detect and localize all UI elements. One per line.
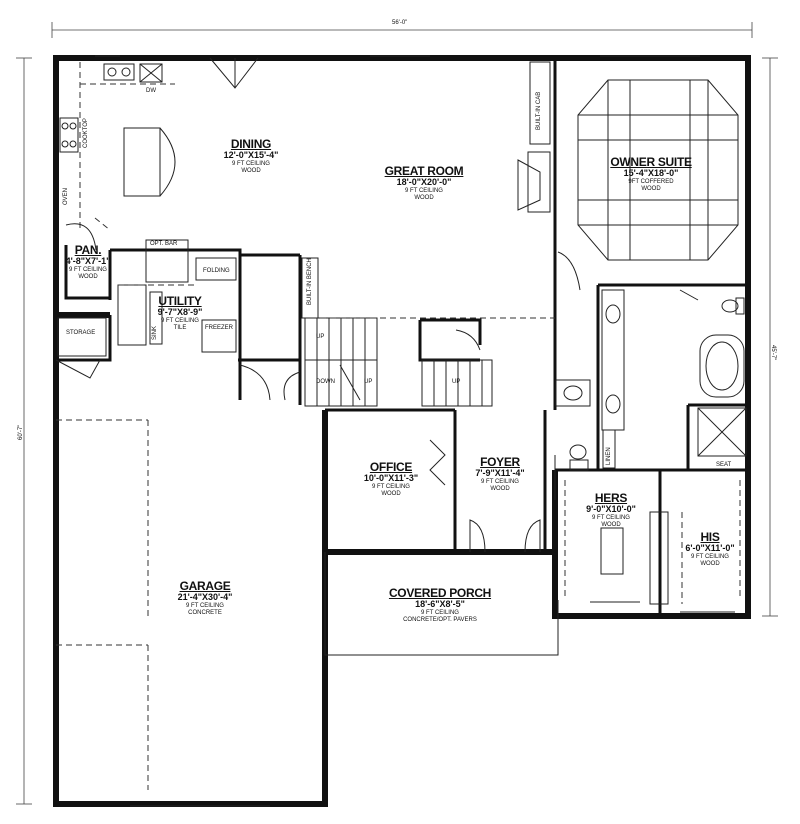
oven-label: OVEN (63, 187, 69, 205)
cooktop-label: COOKTOP (83, 118, 89, 148)
room-name: UTILITY (158, 294, 202, 308)
room-size: 15'-4"X18'-0" (623, 168, 679, 178)
room-floor: WOOD (78, 274, 98, 280)
room-size: 10'-0"X11'-3" (363, 473, 419, 483)
room-floor: WOOD (381, 491, 401, 497)
dimension-width-label: 56'-0" (392, 20, 408, 26)
freezer-label: FREEZER (205, 325, 234, 331)
room-foyer: FOYER 7'-9"X11'-4" 9 FT CEILING WOOD (475, 456, 524, 492)
room-size: 12'-0"X15'-4" (223, 150, 279, 160)
room-floor: TILE (173, 325, 187, 331)
sink-label: SINK (152, 325, 158, 340)
bath-fixtures (555, 289, 747, 605)
room-owner-suite: OWNER SUITE 15'-4"X18'-0" 9FT COFFERED W… (610, 155, 692, 192)
room-name: GARAGE (179, 579, 231, 593)
room-hers: HERS 9'-0"X10'-0" 9 FT CEILING WOOD (586, 492, 636, 528)
stairs (304, 317, 555, 407)
room-floor: WOOD (601, 522, 621, 528)
room-size: 9'-7"X8'-9" (157, 307, 203, 317)
room-ceiling: 9 FT CEILING (69, 267, 107, 273)
room-floor: WOOD (700, 561, 720, 567)
dimension-right-label: 45'-7" (770, 345, 776, 361)
dimension-lines (16, 22, 778, 805)
opt-bar-label: OPT. BAR (150, 241, 178, 247)
room-office: OFFICE 10'-0"X11'-3" 9 FT CEILING WOOD (364, 461, 418, 497)
room-size: 9'-0"X10'-0" (586, 504, 636, 514)
room-ceiling: 9 FT CEILING (186, 603, 224, 609)
room-name: OFFICE (369, 460, 413, 474)
room-ceiling: 9 FT CEILING (372, 484, 410, 490)
dimension-left-label: 60'-7" (18, 424, 24, 440)
covered-porch-outline (324, 552, 559, 656)
kitchen (59, 62, 176, 231)
coffered-ceiling (577, 79, 739, 261)
room-ceiling: 9 FT CEILING (691, 554, 729, 560)
room-size: 4'-8"X7'-1" (65, 256, 111, 266)
built-in-bench-label: BUILT-IN BENCH (307, 258, 313, 305)
seat-label: SEAT (716, 462, 732, 468)
room-name: OWNER SUITE (610, 155, 692, 169)
room-name: FOYER (480, 455, 520, 469)
room-size: 18'-0"X20'-0" (396, 177, 452, 187)
room-floor: WOOD (241, 168, 261, 174)
room-floor: CONCRETE (188, 610, 222, 616)
room-floor: CONCRETE/OPT. PAVERS (403, 617, 477, 623)
storage-label: STORAGE (66, 330, 96, 336)
room-name: HIS (700, 530, 720, 544)
linen-label: LINEN (606, 447, 612, 465)
doors-windows (55, 55, 735, 807)
room-size: 21'-4"X30'-4" (177, 592, 233, 602)
built-in-cab-label: BUILT-IN CAB (536, 91, 542, 130)
room-dining: DINING 12'-0"X15'-4" 9 FT CEILING WOOD (224, 138, 279, 174)
stairs-up-label: UP (316, 334, 325, 340)
room-floor: WOOD (641, 186, 661, 192)
room-ceiling: 9FT COFFERED (628, 179, 674, 185)
room-size: 7'-9"X11'-4" (475, 468, 525, 478)
dishwasher-label: DW (146, 88, 156, 94)
room-ceiling: 9 FT CEILING (405, 188, 443, 194)
folding-label: FOLDING (203, 268, 230, 274)
room-ceiling: 9 FT CEILING (592, 515, 630, 521)
room-name: DINING (230, 137, 272, 151)
room-ceiling: 9 FT CEILING (161, 318, 199, 324)
room-name: COVERED PORCH (388, 586, 492, 600)
stairs-up-label-2: UP (364, 379, 373, 385)
room-garage: GARAGE 21'-4"X30'-4" 9 FT CEILING CONCRE… (178, 580, 233, 616)
room-name: PAN. (74, 243, 102, 257)
room-name: GREAT ROOM (384, 164, 464, 178)
room-ceiling: 9 FT CEILING (232, 161, 270, 167)
room-floor: WOOD (490, 486, 510, 492)
stairs-down-label: DOWN (316, 379, 335, 385)
room-size: 18'-6"X8'-5" (415, 599, 465, 609)
room-pantry: PAN. 4'-8"X7'-1" 9 FT CEILING WOOD (66, 244, 111, 280)
room-his: HIS 6'-0"X11'-0" 9 FT CEILING WOOD (685, 531, 734, 567)
room-size: 6'-0"X11'-0" (685, 543, 735, 553)
room-utility: UTILITY 9'-7"X8'-9" 9 FT CEILING TILE (158, 295, 203, 331)
room-ceiling: 9 FT CEILING (481, 479, 519, 485)
stairs-up-label-3: UP (452, 379, 461, 385)
utility-fixtures (57, 239, 237, 357)
room-great-room: GREAT ROOM 18'-0"X20'-0" 9 FT CEILING WO… (385, 165, 464, 201)
room-ceiling: 9 FT CEILING (421, 610, 459, 616)
room-floor: WOOD (414, 195, 434, 201)
room-covered-porch: COVERED PORCH 18'-6"X8'-5" 9 FT CEILING … (389, 587, 491, 623)
room-name: HERS (594, 491, 628, 505)
